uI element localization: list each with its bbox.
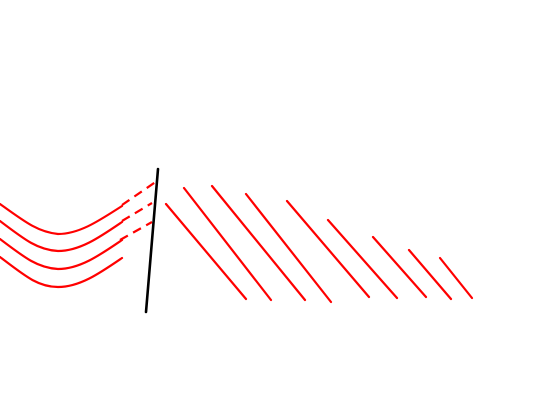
dashed-continuation-3 bbox=[119, 221, 153, 241]
boundary-line bbox=[144, 167, 160, 314]
transmitted-wavefront-1 bbox=[164, 202, 248, 301]
incident-wavefront-2 bbox=[0, 219, 124, 253]
incident-wavefronts bbox=[0, 202, 124, 289]
wavefront-dashed-continuations bbox=[119, 180, 158, 241]
incident-wavefront-4 bbox=[0, 255, 124, 289]
transmitted-wavefront-7 bbox=[371, 235, 428, 299]
transmitted-wavefront-8 bbox=[407, 248, 453, 301]
transmitted-wavefront-5 bbox=[285, 199, 371, 299]
transmitted-wavefront-9 bbox=[438, 256, 474, 300]
transmitted-wavefronts bbox=[164, 184, 474, 304]
transmitted-wavefront-6 bbox=[326, 218, 399, 300]
dashed-continuation-2 bbox=[121, 202, 153, 222]
transmitted-wavefront-4 bbox=[244, 192, 333, 304]
incident-wavefront-3 bbox=[0, 237, 124, 271]
transmitted-wavefront-3 bbox=[210, 184, 307, 302]
transmitted-wavefront-2 bbox=[182, 186, 273, 302]
incident-wavefront-1 bbox=[0, 202, 124, 236]
dashed-continuation-1 bbox=[121, 180, 158, 206]
